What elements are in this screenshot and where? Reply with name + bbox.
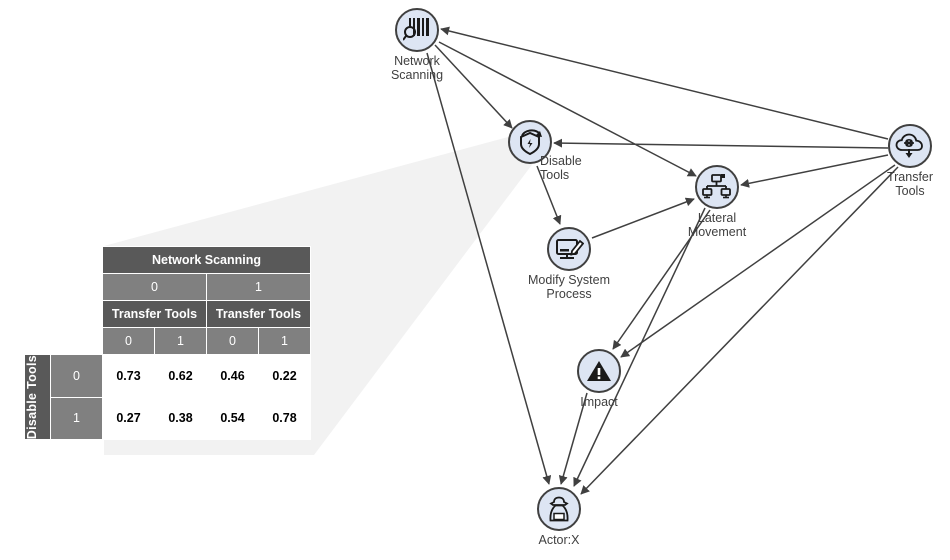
cell-r1-c3: 0.78 [258, 396, 311, 441]
edge-transfer-tools-disable-tools [553, 138, 889, 149]
hacker-icon [549, 496, 569, 522]
cell-r0-c2: 0.46 [206, 354, 259, 398]
header-transfer-tools-value-0b: 0 [206, 327, 259, 355]
table-row: 1 0.27 0.38 0.54 0.78 [25, 396, 311, 441]
node-label: Disable Tools [540, 154, 582, 182]
edge-transfer-tools-impact [620, 164, 896, 358]
row-value-0: 0 [50, 354, 103, 398]
header-transfer-tools-value-0a: 0 [102, 327, 155, 355]
edge-disable-tools-modify-system-process [536, 165, 562, 225]
table-row-second-values: 0 1 0 1 [25, 327, 311, 355]
node-label: Network Scanning [390, 54, 444, 82]
cloud-download-icon [895, 133, 923, 158]
edge-modify-system-process-lateral-movement [591, 197, 695, 239]
header-network-scanning-value-0: 0 [102, 273, 207, 301]
node-label: Modify System Process [528, 273, 610, 301]
edge-impact-actor-x [558, 392, 588, 485]
table-corner-spacer-left [25, 247, 51, 355]
table-row-top-header: Network Scanning [25, 246, 311, 274]
header-network-scanning-value-1: 1 [206, 273, 311, 301]
table-row: Disable Tools 0 0.73 0.62 0.46 0.22 [24, 353, 311, 441]
warning-triangle-icon [587, 361, 611, 381]
node-label: Actor:X [538, 533, 580, 547]
cell-r0-c3: 0.22 [258, 354, 311, 398]
network-topology-icon [702, 174, 731, 199]
table-corner-spacer-rowvals [51, 247, 103, 355]
shield-refresh-icon [520, 129, 542, 156]
node-label: Transfer Tools [886, 170, 934, 198]
cell-r1-c0: 0.27 [102, 396, 155, 441]
node-circle[interactable] [888, 124, 932, 168]
node-circle[interactable] [508, 120, 552, 164]
node-label: Lateral Movement [687, 211, 747, 239]
node-circle[interactable] [537, 487, 581, 531]
header-disable-tools-label: Disable Tools [25, 355, 39, 440]
node-label: Impact [580, 395, 618, 409]
edge-transfer-tools-network-scanning [440, 26, 889, 140]
edge-network-scanning-disable-tools [434, 44, 513, 129]
header-transfer-tools-right: Transfer Tools [206, 300, 311, 328]
header-disable-tools: Disable Tools [24, 353, 51, 441]
cell-r0-c1: 0.62 [154, 354, 207, 398]
cell-r1-c2: 0.54 [206, 396, 259, 441]
edge-transfer-tools-lateral-movement [740, 154, 889, 188]
node-circle[interactable] [577, 349, 621, 393]
header-transfer-tools-value-1a: 1 [154, 327, 207, 355]
edge-lateral-movement-actor-x [573, 207, 706, 487]
edge-transfer-tools-actor-x [580, 166, 899, 495]
table-row-top-values: 0 1 [25, 273, 311, 301]
edge-network-scanning-lateral-movement [438, 41, 697, 177]
node-circle[interactable] [547, 227, 591, 271]
monitor-pencil-icon [556, 239, 584, 259]
cell-r0-c0: 0.73 [102, 354, 155, 398]
barcode-scanner-icon [403, 18, 429, 41]
row-value-1: 1 [50, 396, 103, 441]
node-circle[interactable] [695, 165, 739, 209]
edge-network-scanning-actor-x [426, 52, 552, 485]
node-circle[interactable] [395, 8, 439, 52]
header-transfer-tools-left: Transfer Tools [102, 300, 207, 328]
conditional-probability-table: Network Scanning 0 1 Transfer Tools Tran… [24, 246, 311, 441]
header-transfer-tools-value-1b: 1 [258, 327, 311, 355]
header-network-scanning: Network Scanning [102, 246, 311, 274]
cell-r1-c1: 0.38 [154, 396, 207, 441]
